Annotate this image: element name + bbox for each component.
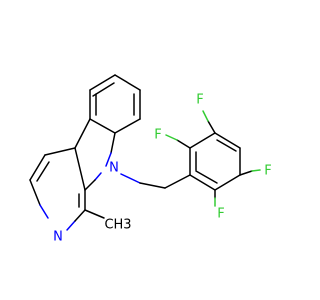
molecule-diagram: N N CH3 F F F F: [29, 74, 272, 245]
bond: [39, 204, 49, 219]
bond: [36, 161, 50, 182]
bond: [74, 147, 86, 191]
bond: [202, 110, 209, 122]
bond: [84, 179, 96, 191]
fluorine-label-1: F: [154, 128, 161, 143]
bond: [120, 173, 141, 184]
bond: [207, 120, 216, 134]
bond: [176, 139, 191, 149]
bond: [251, 169, 261, 172]
bond: [239, 170, 253, 176]
bond: [114, 74, 141, 91]
nitrogen-indole-label: N: [109, 161, 119, 176]
bond: [165, 134, 178, 141]
methyl-label: CH3: [104, 218, 131, 233]
bond: [189, 174, 216, 191]
bond: [89, 118, 116, 134]
fluorine-label-4: F: [217, 207, 224, 222]
bond: [114, 118, 141, 134]
bond: [214, 174, 241, 191]
bond: [110, 132, 116, 154]
bond: [29, 179, 41, 206]
bond: [105, 152, 112, 167]
bond: [66, 220, 76, 231]
bond: [44, 147, 76, 156]
bond: [74, 118, 91, 149]
bond: [164, 174, 191, 189]
fluorine-label-2: F: [196, 93, 203, 108]
bond: [74, 209, 86, 222]
bond: [139, 182, 166, 189]
bond: [214, 132, 241, 149]
bonds: [29, 74, 261, 231]
bond: [84, 209, 105, 219]
bond: [216, 139, 237, 152]
bond: [189, 132, 216, 149]
atom-labels: N N CH3 F F F F: [53, 93, 272, 245]
nitrogen-pyridine-label: N: [53, 230, 63, 245]
bond: [195, 170, 218, 184]
bond: [29, 154, 46, 181]
bond: [94, 172, 102, 181]
fluorine-label-3: F: [264, 164, 271, 179]
bond: [89, 74, 116, 91]
